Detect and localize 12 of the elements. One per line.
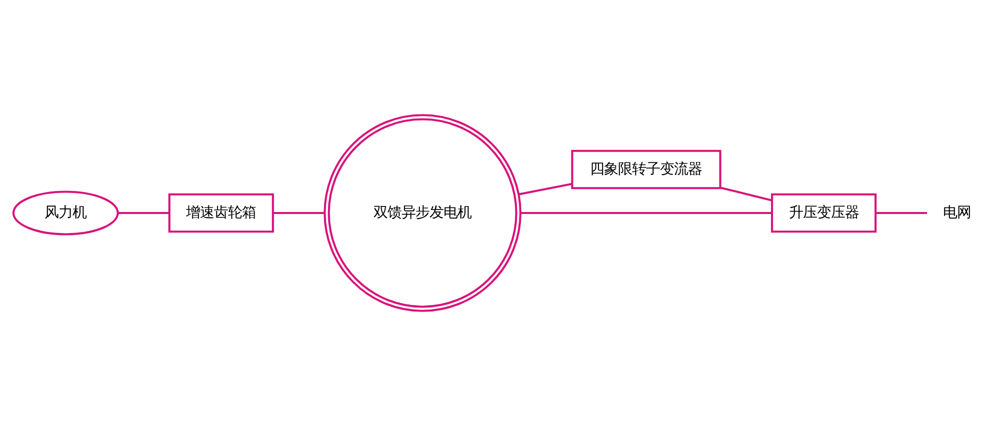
node-ellipse: 风力机 [12, 190, 119, 235]
connector [118, 211, 170, 214]
connector [876, 211, 928, 214]
node-text: 电网 [942, 204, 971, 220]
connector [720, 186, 772, 201]
node-circle: 双馈异步发电机 [324, 114, 522, 312]
node-box: 四象限转子变流器 [571, 149, 722, 189]
connector [273, 211, 325, 214]
connector [520, 211, 772, 214]
node-box: 增速齿轮箱 [168, 192, 274, 232]
node-box: 升压变压器 [770, 192, 877, 232]
connector [518, 182, 572, 195]
